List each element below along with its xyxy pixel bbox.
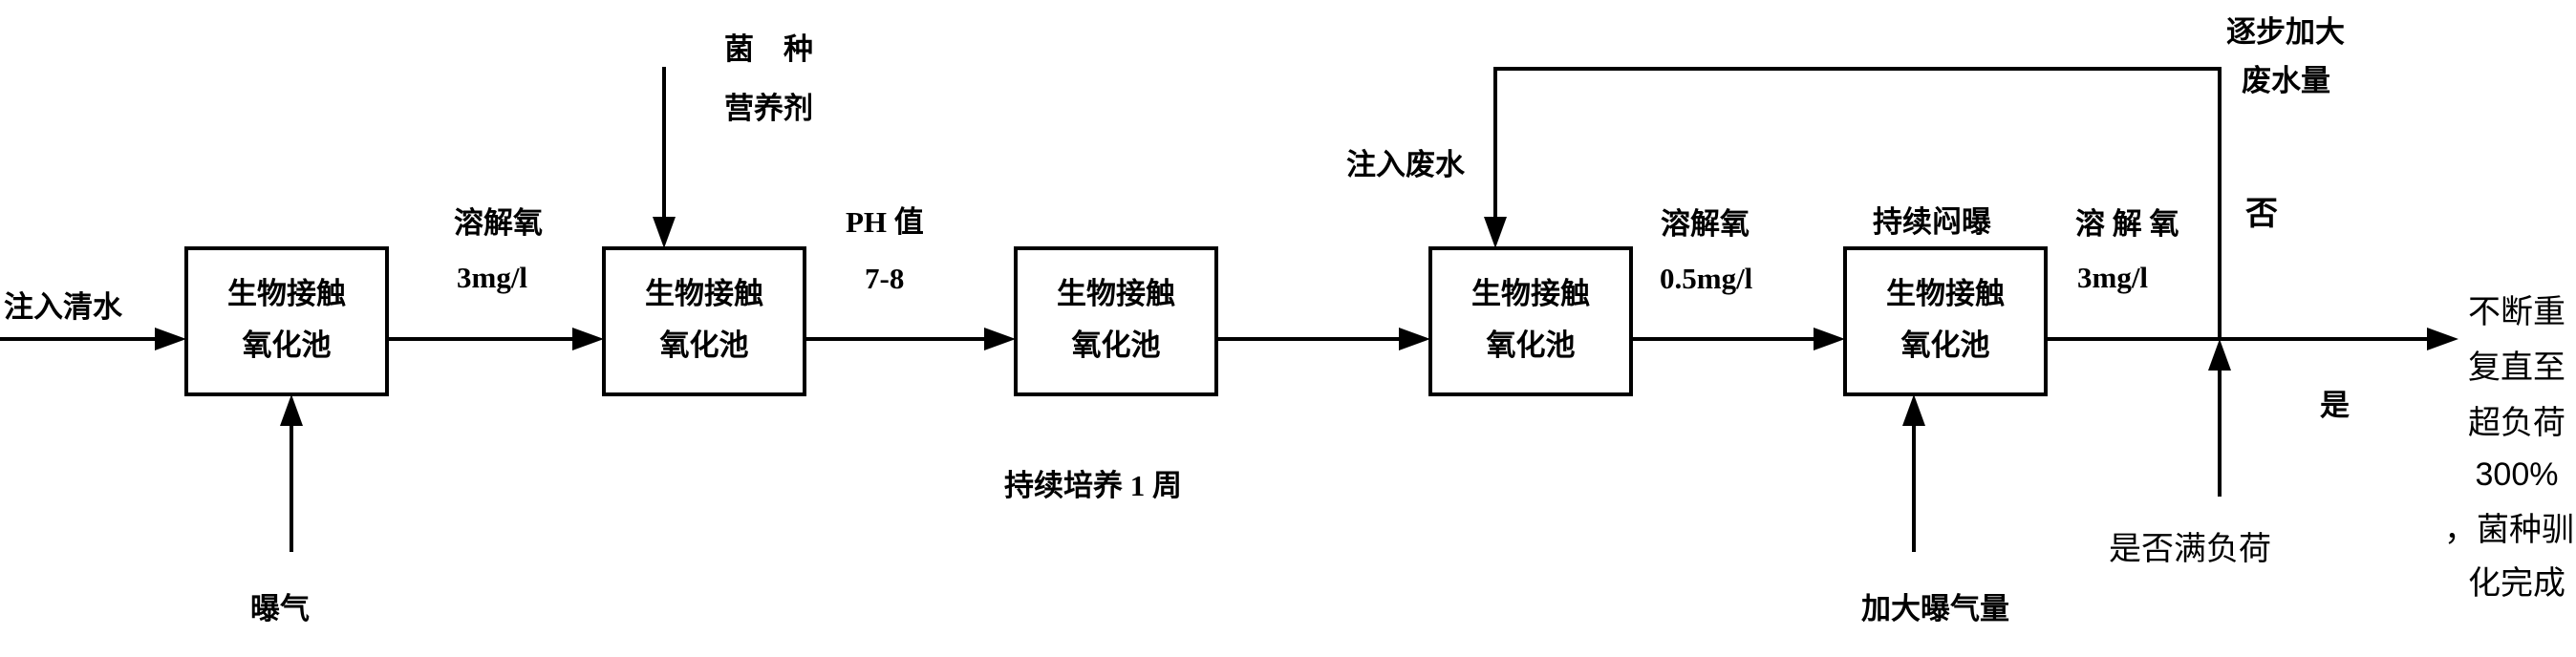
label-do-3-title: 溶解氧 xyxy=(454,206,543,240)
label-nutrient: 营养剂 xyxy=(724,92,813,125)
box-4-line1: 生物接触 xyxy=(1471,277,1590,310)
process-box-4: 生物接触 氧化池 xyxy=(1428,246,1633,396)
result-line-2: 复直至 xyxy=(2468,350,2565,386)
arrow-3-to-4 xyxy=(1216,328,1430,350)
box-4-line2: 氧化池 xyxy=(1487,328,1576,362)
process-box-2: 生物接触 氧化池 xyxy=(602,246,806,396)
label-increase-wastewater-1: 逐步加大 xyxy=(2226,15,2345,49)
result-line-6: 化完成 xyxy=(2468,565,2565,602)
arrow-aeration-up xyxy=(280,394,303,552)
label-inject-clean-water: 注入清水 xyxy=(4,290,123,324)
result-text: 不断重 复直至 超负荷 300% ，菌种驯 化完成 xyxy=(2444,294,2574,602)
label-yes: 是 xyxy=(2320,389,2350,422)
arrow-outlet xyxy=(2046,328,2458,350)
label-continuous-aeration: 持续闷曝 xyxy=(1873,205,1991,239)
label-increase-aeration: 加大曝气量 xyxy=(1861,592,2009,625)
arrow-bacteria-down xyxy=(653,67,676,248)
result-line-4: 300% xyxy=(2476,456,2559,493)
process-box-1: 生物接触 氧化池 xyxy=(184,246,389,396)
arrow-2-to-3 xyxy=(805,328,1016,350)
box-5-line2: 氧化池 xyxy=(1901,328,1990,362)
label-increase-wastewater-2: 废水量 xyxy=(2242,64,2330,97)
box-1-line2: 氧化池 xyxy=(243,328,332,362)
box-2-line1: 生物接触 xyxy=(645,277,763,310)
label-do-3b-title: 溶 解 氧 xyxy=(2075,207,2179,241)
label-full-load: 是否满负荷 xyxy=(2109,531,2271,567)
result-line-3: 超负荷 xyxy=(2468,405,2565,441)
feedback-loop xyxy=(1484,67,2222,339)
label-aeration: 曝气 xyxy=(250,592,310,625)
box-3-line1: 生物接触 xyxy=(1057,277,1175,310)
arrow-1-to-2 xyxy=(387,328,604,350)
process-box-5: 生物接触 氧化池 xyxy=(1843,246,2048,396)
label-inject-wastewater: 注入废水 xyxy=(1346,148,1466,181)
label-culture-week: 持续培养 1 周 xyxy=(1004,469,1182,502)
result-line-5: ，菌种驯 xyxy=(2444,512,2574,548)
box-2-line2: 氧化池 xyxy=(660,328,749,362)
label-ph-title: PH 值 xyxy=(846,205,924,239)
box-1-line1: 生物接触 xyxy=(227,277,346,310)
label-do-3b-value: 3mg/l xyxy=(2077,261,2148,294)
arrow-full-load-up xyxy=(2208,339,2231,497)
label-do-3-value: 3mg/l xyxy=(457,261,527,294)
process-box-3: 生物接触 氧化池 xyxy=(1014,246,1218,396)
label-do-05-title: 溶解氧 xyxy=(1661,207,1750,241)
box-5-line1: 生物接触 xyxy=(1886,277,2005,310)
label-ph-value: 7-8 xyxy=(865,262,904,295)
result-line-1: 不断重 xyxy=(2468,294,2565,330)
label-no: 否 xyxy=(2245,197,2278,232)
arrow-inlet xyxy=(0,328,186,350)
arrow-4-to-5 xyxy=(1631,328,1845,350)
label-bacteria: 菌 种 xyxy=(724,32,813,66)
label-do-05-value: 0.5mg/l xyxy=(1660,262,1753,295)
arrow-increase-aeration-up xyxy=(1902,394,1925,552)
box-3-line2: 氧化池 xyxy=(1072,328,1161,362)
